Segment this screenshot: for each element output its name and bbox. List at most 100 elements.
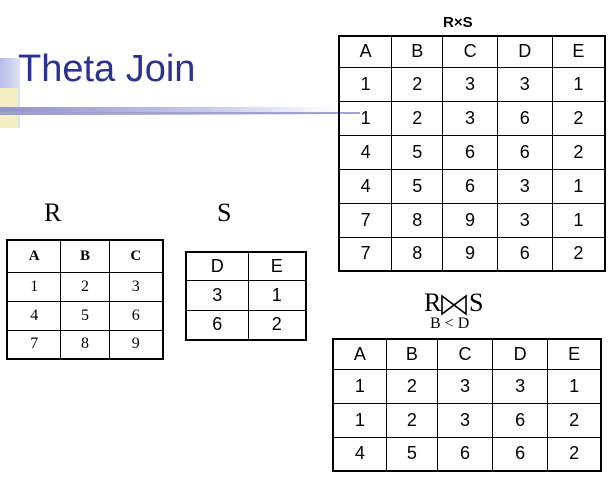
table-cell: 1	[547, 368, 602, 404]
table-cell: 4	[338, 134, 393, 170]
table-cell: 3	[442, 66, 498, 102]
theta-join-condition: B < D	[430, 315, 470, 332]
table-cell: 3	[185, 279, 249, 311]
table-cell: 5	[391, 168, 444, 204]
title-underline-thin	[0, 112, 360, 114]
table-cell: 6	[442, 168, 498, 204]
table-cell: 3	[492, 368, 549, 404]
table-cell: 8	[60, 329, 110, 360]
table-cell: 5	[60, 300, 110, 331]
column-header: B	[60, 239, 110, 273]
table-cell: 4	[6, 300, 62, 331]
table-cell: 9	[442, 236, 498, 272]
table-cell: 1	[332, 368, 387, 404]
table-cell: 1	[6, 271, 62, 302]
column-header: A	[332, 338, 387, 370]
table-cell: 3	[436, 402, 494, 438]
table-cell: 1	[551, 168, 606, 204]
column-header: C	[442, 35, 498, 68]
table-cell: 6	[442, 134, 498, 170]
bowtie-join-icon	[441, 294, 467, 316]
table-cell: 2	[385, 368, 438, 404]
table-cell: 6	[492, 402, 549, 438]
table-cell: 5	[385, 436, 438, 472]
table-cell: 2	[547, 436, 602, 472]
table-cell: 7	[6, 329, 62, 360]
table-cell: 3	[436, 368, 494, 404]
table-cell: 1	[247, 279, 307, 311]
table-cell: 2	[385, 402, 438, 438]
table-cell: 6	[108, 300, 164, 331]
column-header: D	[185, 251, 249, 281]
table-cell: 3	[496, 168, 553, 204]
column-header: E	[247, 251, 307, 281]
table-cell: 1	[332, 402, 387, 438]
theta-join-right-label: S	[469, 288, 484, 317]
column-header: B	[385, 338, 438, 370]
table-cell: 2	[551, 134, 606, 170]
table-cell: 2	[551, 100, 606, 136]
table-cell: 3	[442, 100, 498, 136]
table-cell: 2	[60, 271, 110, 302]
table-cell: 7	[338, 202, 393, 238]
table-cell: 1	[551, 66, 606, 102]
theta-join-left-label: R	[424, 288, 442, 317]
table-cell: 6	[492, 436, 549, 472]
table-cell: 6	[496, 236, 553, 272]
table-cell: 3	[496, 202, 553, 238]
relation-r-label: R	[44, 198, 62, 227]
table-cell: 1	[338, 100, 393, 136]
table-cell: 5	[391, 134, 444, 170]
column-header: C	[108, 239, 164, 273]
column-header: E	[551, 35, 606, 68]
table-cell: 4	[332, 436, 387, 472]
column-header: A	[338, 35, 393, 68]
table-cell: 4	[338, 168, 393, 204]
table-cell: 3	[108, 271, 164, 302]
relation-s-label: S	[217, 198, 232, 227]
table-cell: 2	[391, 66, 444, 102]
column-header: B	[391, 35, 444, 68]
table-cell: 7	[338, 236, 393, 272]
table-cell: 3	[496, 66, 553, 102]
table-cell: 6	[436, 436, 494, 472]
table-cell: 2	[391, 100, 444, 136]
table-cell: 8	[391, 202, 444, 238]
title-underline	[0, 107, 340, 115]
table-cell: 1	[551, 202, 606, 238]
table-cell: 9	[442, 202, 498, 238]
table-cell: 2	[547, 402, 602, 438]
column-header: D	[496, 35, 553, 68]
table-cell: 9	[108, 329, 164, 360]
table-cell: 1	[338, 66, 393, 102]
table-cell: 6	[496, 134, 553, 170]
table-cell: 6	[185, 309, 249, 341]
table-cell: 8	[391, 236, 444, 272]
slide-title: Theta Join	[18, 48, 196, 90]
column-header: D	[492, 338, 549, 370]
column-header: E	[547, 338, 602, 370]
table-cell: 6	[496, 100, 553, 136]
column-header: C	[436, 338, 494, 370]
